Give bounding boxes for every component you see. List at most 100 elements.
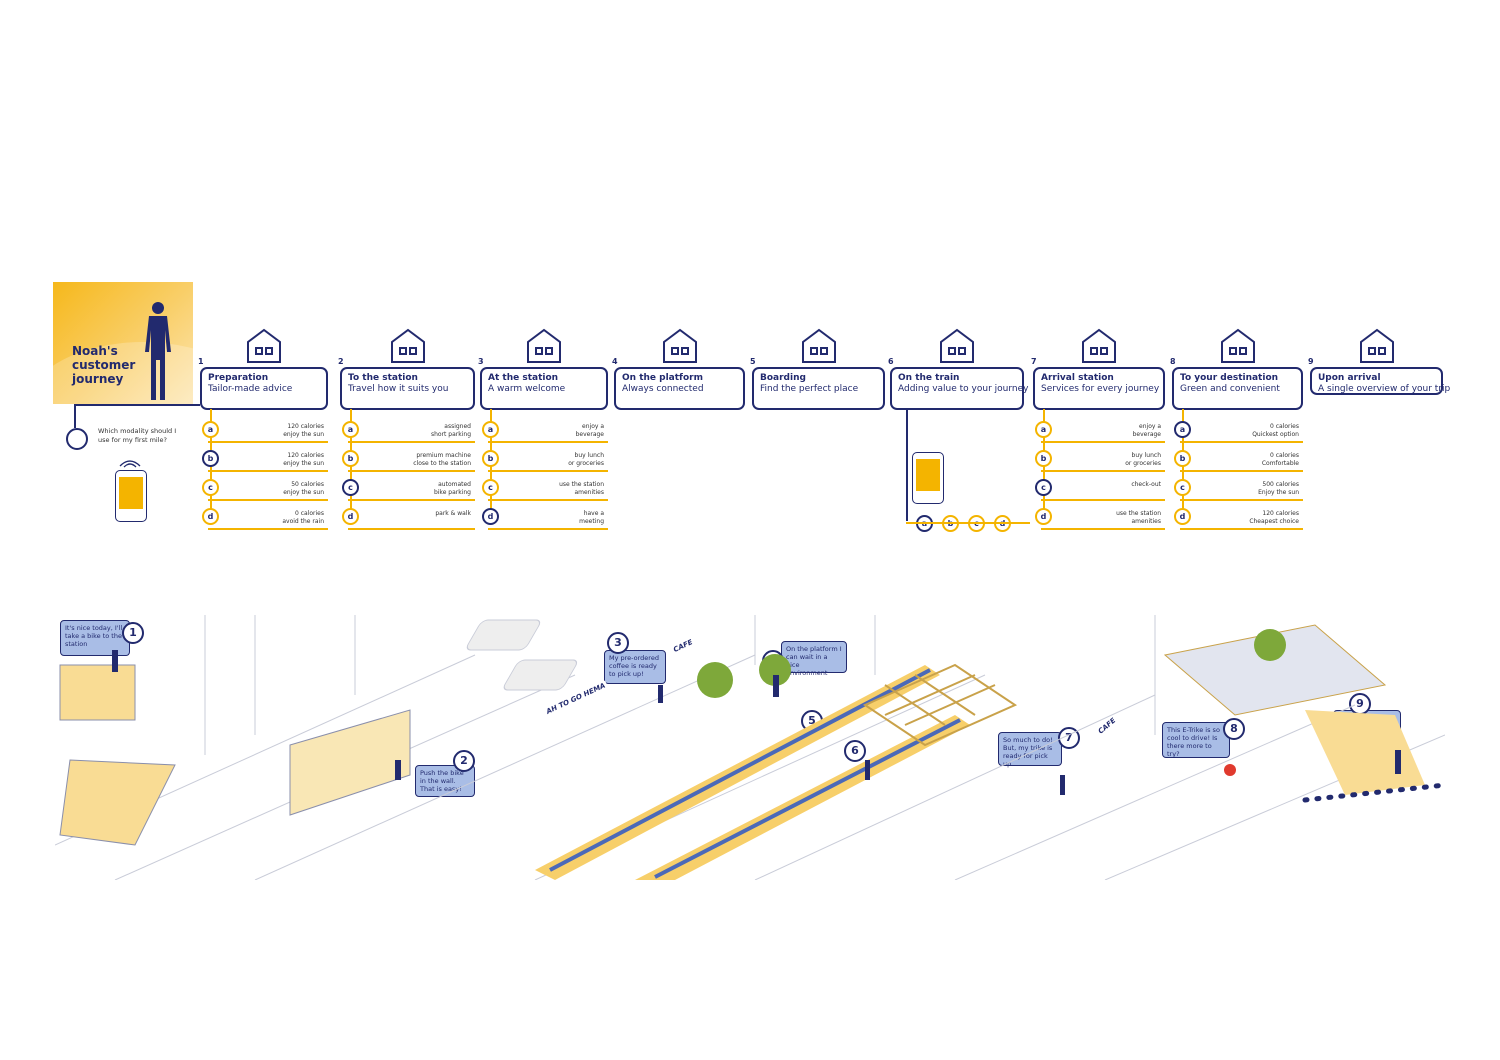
option-d-badge[interactable]: d (1035, 508, 1052, 525)
smartphone-icon (912, 452, 944, 504)
house-location-icon (247, 328, 281, 363)
smartphone-icon (115, 470, 147, 522)
option-c-badge[interactable]: c (202, 479, 219, 496)
stage-subtitle: Services for every journey (1041, 384, 1160, 394)
option-b-badge[interactable]: b (1035, 450, 1052, 467)
option-a-badge[interactable]: a (1035, 421, 1052, 438)
option-row-c[interactable]: c 500 calories Enjoy the sun (1172, 478, 1303, 502)
stage-title: At the station (488, 373, 559, 383)
option-text: 120 calories enjoy the sun (283, 452, 324, 467)
stage-subtitle: A warm welcome (488, 384, 566, 394)
wifi-icon (119, 460, 141, 468)
option-row-a[interactable]: a 0 calories Quickest option (1172, 420, 1303, 444)
station-service-icon (527, 328, 561, 363)
option-text: enjoy a beverage (1132, 423, 1161, 438)
option-a-badge[interactable]: a (482, 421, 499, 438)
option-underline (348, 470, 475, 472)
option-text: 0 calories avoid the rain (282, 510, 324, 525)
stage-title: Preparation (208, 373, 269, 383)
option-b-badge[interactable]: b (482, 450, 499, 467)
stage-title: On the platform (622, 373, 703, 383)
option-b-badge[interactable]: b (1174, 450, 1191, 467)
option-underline (1041, 499, 1165, 501)
path-line (74, 406, 76, 428)
option-a-badge[interactable]: a (342, 421, 359, 438)
option-a-badge[interactable]: a (202, 421, 219, 438)
option-underline (488, 528, 608, 530)
option-c-badge[interactable]: c (1174, 479, 1191, 496)
stage-title: Upon arrival (1318, 373, 1381, 383)
option-d-badge[interactable]: d (202, 508, 219, 525)
option-d-badge[interactable]: d (342, 508, 359, 525)
option-underline (1180, 470, 1303, 472)
stage-subtitle: Always connected (622, 384, 704, 394)
stage-title: To the station (348, 373, 418, 383)
option-row-c[interactable]: c automated bike parking (340, 478, 475, 502)
option-text: buy lunch or groceries (1125, 452, 1161, 467)
option-text: 0 calories Comfortable (1261, 452, 1299, 467)
option-row-d[interactable]: d 0 calories avoid the rain (200, 507, 328, 531)
option-text: automated bike parking (433, 481, 471, 496)
option-c-badge[interactable]: c (342, 479, 359, 496)
path-line (906, 522, 1030, 524)
option-underline (1180, 499, 1303, 501)
option-d-badge[interactable]: d (482, 508, 499, 525)
option-text: 500 calories Enjoy the sun (1258, 481, 1299, 496)
option-b-badge[interactable]: b (342, 450, 359, 467)
station-area-illustration (55, 615, 1445, 880)
path-line (906, 409, 908, 521)
option-underline (208, 499, 328, 501)
option-underline (348, 528, 475, 530)
person-silhouette-icon (145, 302, 171, 400)
stage-subtitle: Travel how it suits you (348, 384, 449, 394)
option-b-badge[interactable]: b (202, 450, 219, 467)
option-row-b[interactable]: b 120 calories enjoy the sun (200, 449, 328, 473)
stage-subtitle: Find the perfect place (760, 384, 859, 394)
option-c-badge[interactable]: c (482, 479, 499, 496)
option-row-b[interactable]: b 0 calories Comfortable (1172, 449, 1303, 473)
stage-number: 7 (1031, 357, 1037, 366)
option-underline (1180, 528, 1303, 530)
option-underline (348, 441, 475, 443)
option-underline (488, 441, 608, 443)
start-question: Which modality should I use for my first… (98, 427, 177, 444)
option-text: 50 calories enjoy the sun (283, 481, 324, 496)
stage-title: Arrival station (1041, 373, 1114, 383)
option-row-a[interactable]: a enjoy a beverage (1033, 420, 1165, 444)
option-underline (488, 499, 608, 501)
option-text: 0 calories Quickest option (1252, 423, 1299, 438)
platform-sign-icon (662, 328, 697, 363)
option-d-badge[interactable]: d (1174, 508, 1191, 525)
journey-title: Noah's customer journey (72, 344, 136, 386)
option-underline (1041, 470, 1165, 472)
option-c-badge[interactable]: c (1035, 479, 1052, 496)
stage-title: To your destination (1180, 373, 1279, 383)
bicycle-icon (390, 328, 425, 363)
journey-start-node (66, 428, 88, 450)
option-row-c[interactable]: c 50 calories enjoy the sun (200, 478, 328, 502)
option-underline (348, 499, 475, 501)
stage-subtitle: Adding value to your journey (898, 384, 1029, 394)
option-row-b[interactable]: b buy lunch or groceries (1033, 449, 1165, 473)
option-a-badge[interactable]: a (1174, 421, 1191, 438)
